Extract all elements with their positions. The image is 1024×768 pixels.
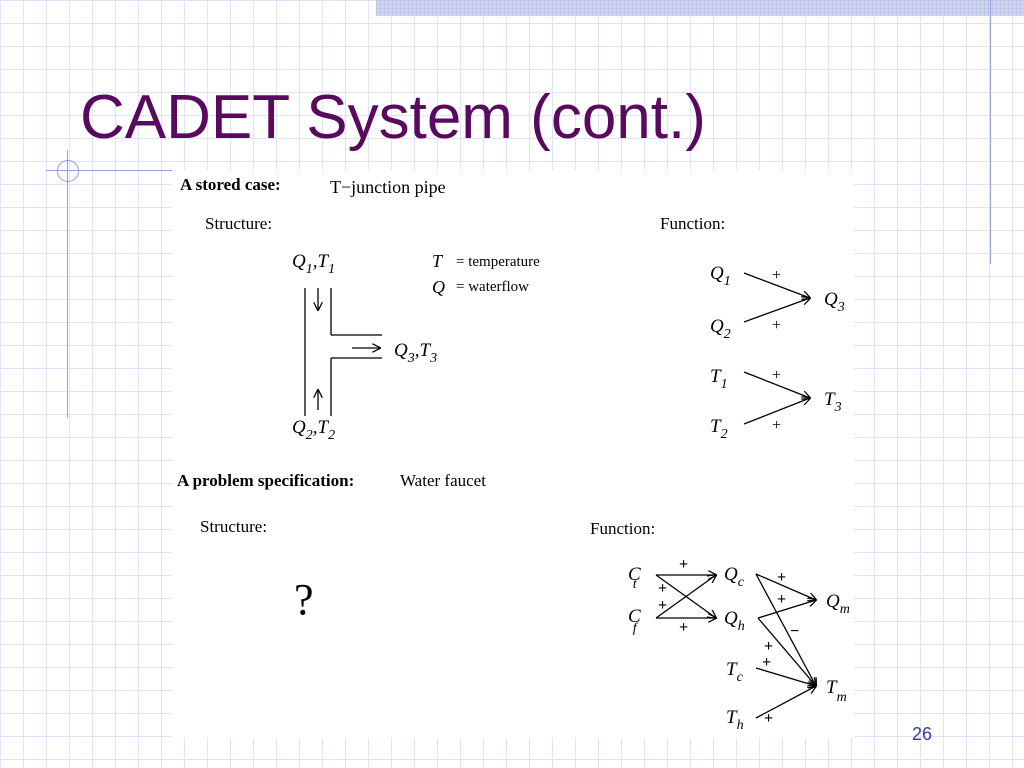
faucet-sign: + [764,638,773,655]
problem-spec-structure-label: Structure: [200,517,267,536]
faucet-sign: + [764,710,773,727]
fn-node-qh: Qh [724,608,745,634]
top-decorative-band [376,0,1024,16]
fn-node-ct: Ct [628,564,641,592]
cadet-diagram: A stored case: T−junction pipe Structure… [177,175,850,733]
cadet-figure: A stored case: T−junction pipe Structure… [172,170,854,738]
faucet-sign: − [790,623,799,640]
stored-case-heading: A stored case: [180,175,281,194]
fn-sign-t1: + [772,367,781,384]
faucet-sign: + [679,619,688,636]
fn-node-qc: Qc [724,564,745,590]
fn-node-tc: Tc [726,659,744,685]
legend-t-meaning: = temperature [456,254,540,270]
svg-text:Q2,T2: Q2,T2 [292,417,335,443]
faucet-sign: + [679,556,688,573]
stored-case-function-graph: Q1 Q2 Q3 T1 T2 T3 + + + + [710,263,845,442]
faucet-sign: + [777,569,786,586]
fn-sign-t2: + [772,417,781,434]
t-junction-pipe [304,288,382,416]
pipe-label-inlet-top: Q1,T1 [292,251,335,277]
svg-text:Q3,T3: Q3,T3 [394,340,437,366]
fn-node-t2: T2 [710,416,728,442]
fn-node-q1: Q1 [710,263,731,289]
fn-node-th: Th [726,707,744,733]
legend: T = temperature Q = waterflow [432,251,540,297]
faucet-sign: + [762,654,771,671]
svg-text:Q1,T1: Q1,T1 [292,251,335,277]
problem-spec-heading: A problem specification: [177,471,354,490]
legend-q-meaning: = waterflow [456,279,529,295]
fn-sign-q1: + [772,267,781,284]
fn-node-q2: Q2 [710,316,731,342]
page-number: 26 [912,724,933,744]
slide-title: CADET System (cont.) [80,83,706,152]
fn-node-qm: Qm [826,591,850,617]
fn-node-q3: Q3 [824,289,845,315]
stored-case-name: T−junction pipe [330,177,446,197]
pipe-label-inlet-bottom: Q2,T2 [292,417,335,443]
faucet-sign: + [658,580,667,597]
legend-t-symbol: T [432,251,444,271]
accent-line-horizontal [46,170,246,171]
stored-case-structure-label: Structure: [205,214,272,233]
accent-line-vertical-right [990,0,991,264]
fn-node-t1: T1 [710,366,728,392]
legend-q-symbol: Q [432,277,445,297]
fn-node-tm: Tm [826,677,847,705]
fn-node-t3: T3 [824,389,842,415]
faucet-sign: + [658,597,667,614]
pipe-label-outlet: Q3,T3 [394,340,437,366]
accent-line-vertical-left [67,150,68,418]
problem-spec-function-label: Function: [590,519,655,538]
unknown-structure-mark: ? [294,575,314,624]
problem-spec-name: Water faucet [400,471,486,490]
accent-circle [57,160,79,182]
faucet-sign: + [777,591,786,608]
stored-case-function-label: Function: [660,214,725,233]
fn-sign-q2: + [772,317,781,334]
